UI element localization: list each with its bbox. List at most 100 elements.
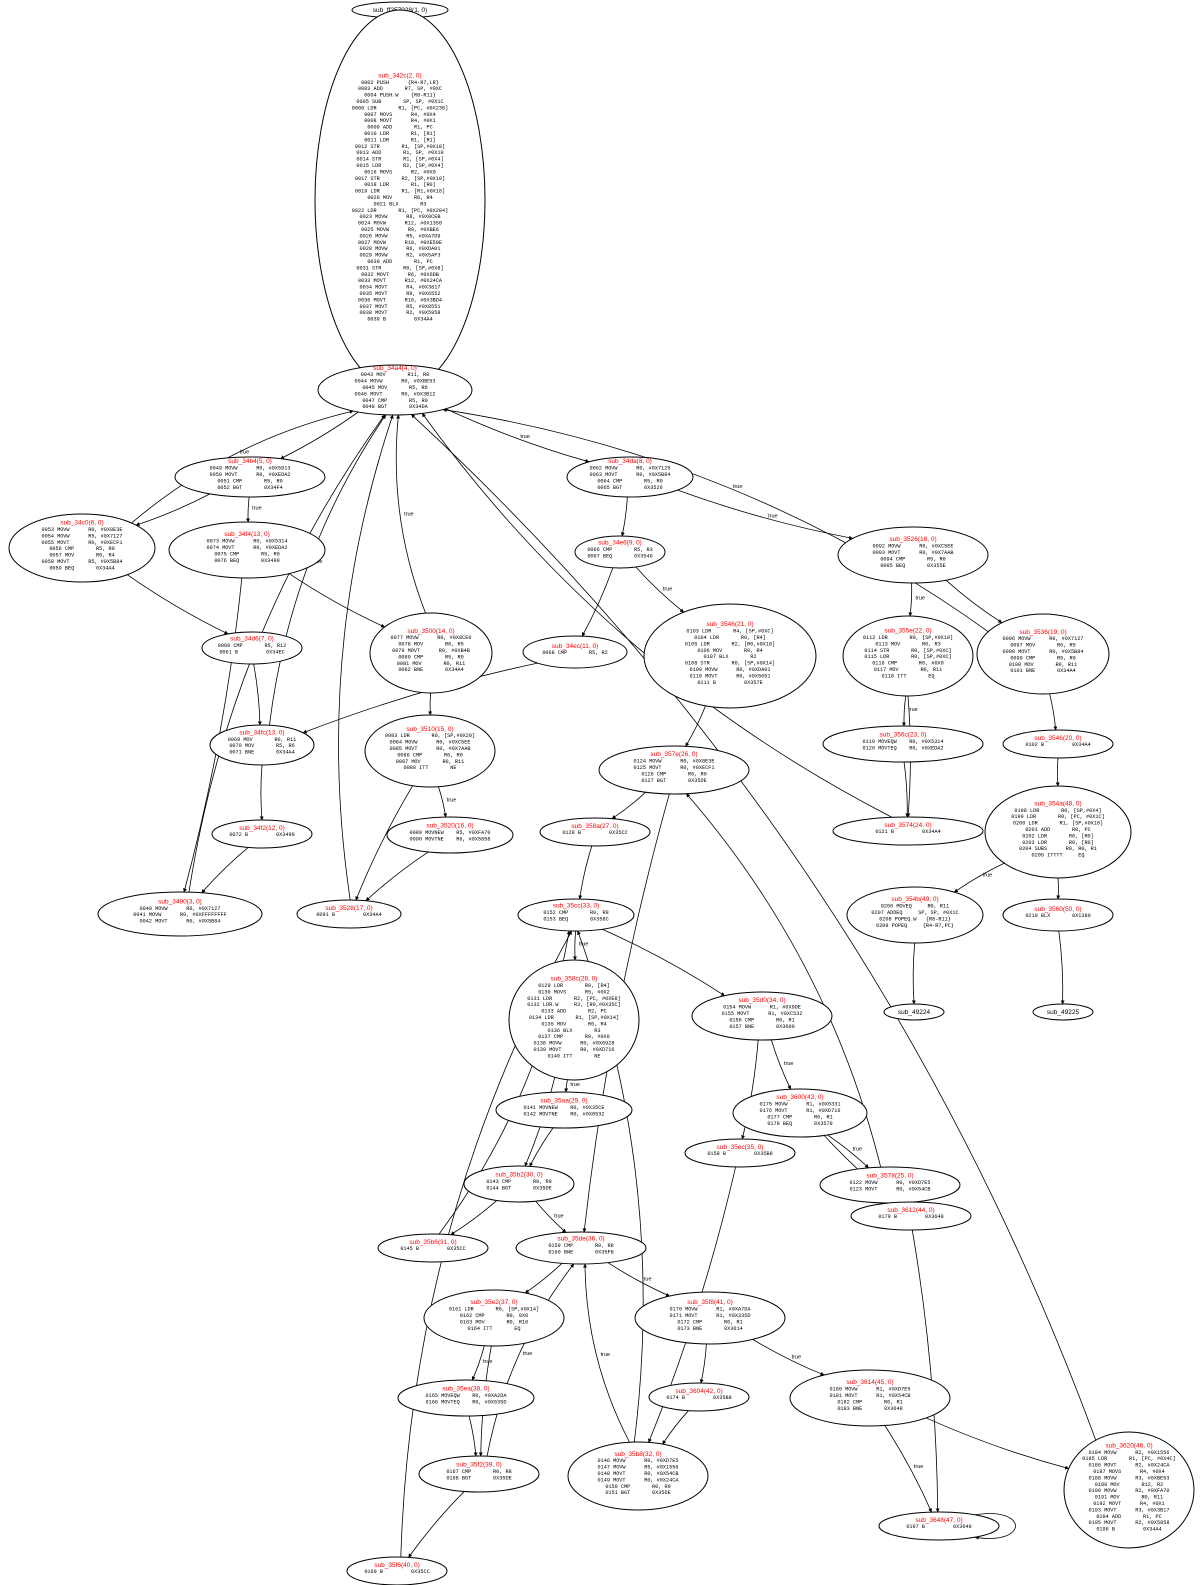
node-instruction: 0012 STR R1, [SP,#0X18] — [355, 144, 445, 150]
cfg-node-35e2[interactable]: sub_35e2(37, 0)0161 LDR R0, [SP,#0X14] 01… — [423, 1289, 565, 1347]
node-instruction: 0102 B 0X34A4 — [1025, 742, 1090, 748]
node-instruction: 0027 MOVW R10, #0XE59E — [358, 240, 442, 246]
cfg-node-35ea[interactable]: sub_35ea(38, 0)0165 MOVEQW R0, #0XA2DA01… — [397, 1379, 535, 1417]
cfg-node-3510[interactable]: sub_3510(15, 0)0083 LDR R0, [SP,#0X20]00… — [364, 714, 496, 788]
node-instruction: 0030 ADD R1, PC — [367, 259, 432, 265]
node-ellipse — [386, 816, 514, 854]
cfg-node-3546[interactable]: sub_3546(21, 0)0103 LDR R4, [SP,#0XC]010… — [643, 603, 817, 709]
edge-line — [741, 1039, 759, 1140]
cfg-node-35b8[interactable]: sub_35b8(32, 0)0146 MOVW R0, #0XD7E50147… — [567, 1441, 709, 1511]
cfg-node-357e[interactable]: sub_357e(26, 0)0124 MOVW R0, #0X8E3E0125… — [598, 745, 750, 795]
cfg-node-3526[interactable]: sub_3526(18, 0)0092 MOVW R0, #0XC5EE0093… — [837, 526, 989, 584]
node-ellipse — [397, 1379, 535, 1417]
node-instruction: 0168 BGT 0X35DE — [446, 1475, 511, 1481]
node-instruction: 0129 LDR R0, [R4] — [538, 983, 610, 989]
node-instruction: 0111 B 0X357E — [697, 680, 762, 686]
cfg-node-3536[interactable]: sub_3536(19, 0)0096 MOVW R0, #0X71270097… — [976, 613, 1110, 695]
cfg-node-3546b[interactable]: sub_3546(20, 0)0102 B 0X34A4 — [1002, 729, 1114, 759]
node-instruction: 0078 MOV R0, R5 — [398, 642, 463, 648]
cfg-node-3578[interactable]: sub_3578(25, 0)0122 MOVW R0, #0XD7E50123… — [819, 1166, 961, 1204]
cfg-node-355e[interactable]: sub_355e(22, 0)0112 LDR R0, [SP,#0X10]01… — [842, 615, 974, 697]
node-instruction: 0060 CMP R5, R12 — [218, 643, 287, 649]
cfg-node-3520[interactable]: sub_3520(16, 0)0089 MOVNEW R5, #0XFA7000… — [386, 816, 514, 854]
node-instruction: 0181 MOVT R1, #0X54CB — [830, 1393, 911, 1399]
cfg-node-35b6[interactable]: sub_35b6(31, 0)0145 B 0X35CC — [377, 1233, 489, 1263]
node-instruction: 0164 ITT EQ — [468, 1326, 521, 1332]
edge-line — [131, 409, 354, 524]
cfg-node-3620[interactable]: sub_3620(46, 0)0184 MOVW R2, #0X15560185… — [1063, 1431, 1195, 1549]
node-ellipse — [648, 1382, 750, 1412]
cfg-node-3574[interactable]: sub_3574(24, 0)0121 B 0X34A4 — [832, 816, 984, 846]
cfg-node-35f6[interactable]: sub_35f6(40, 0)0169 B 0X35CC — [346, 1556, 448, 1585]
cfg-node-34f4[interactable]: sub_34f4(13, 0)0073 MOVW R0, #0X53140074… — [168, 521, 326, 579]
cfg-node-35aa[interactable]: sub_35aa(29, 0)0141 MOVNEW R0, #0X35CE01… — [495, 1091, 633, 1129]
node-instruction: 0207 ADDEQ SP, SP, #0X1C — [871, 910, 958, 916]
cfg-node-34da[interactable]: sub_34da(8, 0)0062 MOVW R0, #0X71250063 … — [566, 456, 694, 498]
cfg-node-34f2[interactable]: sub_34f2(12, 0)0072 B 0X3490 — [211, 819, 313, 849]
cfg-node-356c[interactable]: sub_356c(23, 0)0119 MOVEQW R0, #0X531401… — [822, 725, 984, 763]
node-title: sub_35b8(32, 0) — [614, 1451, 661, 1458]
node-ellipse — [296, 899, 402, 929]
node-instruction: 0073 MOVW R0, #0X5314 — [207, 539, 288, 545]
edge-line — [529, 1127, 554, 1167]
edge-n_35de-to-n_35f8: true — [607, 1262, 670, 1297]
node-instruction: 0058 MOVT R5, #0X5B84 — [42, 559, 123, 565]
node-instruction: 0099 CMP R5, R0 — [1010, 655, 1075, 661]
node-title: sub_3648(47, 0) — [915, 1517, 962, 1524]
node-instruction: 0047 CMP R5, R0 — [362, 398, 427, 404]
node-ellipse — [883, 1003, 945, 1021]
node-instruction: 0113 MOV R0, R3 — [875, 641, 940, 647]
node-instruction: 0161 LDR R0, [SP,#0X14] — [449, 1307, 539, 1313]
cfg-node-3500[interactable]: sub_3500(14, 0)0077 MOVW R0, #0X8CE00078… — [369, 612, 493, 694]
cfg-node-342c[interactable]: sub_342c(2, 0)0002 PUSH {R4-R7,LR}0003 A… — [314, 9, 486, 391]
cfg-node-34b4[interactable]: sub_34b4(5, 0)0049 MOVW R0, #0X59130050 … — [174, 456, 326, 498]
cfg-node-354a[interactable]: sub_354a(48, 0)0198 LDR R0, [SP,#0X4]019… — [984, 785, 1132, 879]
edge-n_35d0-to-n_35ec — [741, 1039, 759, 1140]
node-title: sub_3612(44, 0) — [887, 1207, 934, 1214]
cfg-node-3614[interactable]: sub_3614(45, 0)0180 MOVW R1, #0XD7E50181… — [789, 1369, 951, 1427]
node-instruction: 0089 MOVNEW R5, #0XFA70 — [410, 830, 491, 836]
cfg-node-sub49224[interactable]: sub_49224 — [883, 1003, 945, 1021]
edge-n_35b8-to-n_35de: true — [583, 1263, 630, 1443]
cfg-node-3560[interactable]: sub_3560(50, 0)0210 BLX 0X1380 — [1002, 898, 1114, 932]
cfg-node-35ec[interactable]: sub_35ec(35, 0)0158 B 0X35B8 — [684, 1138, 796, 1168]
cfg-node-35f8[interactable]: sub_35f8(41, 0)0170 MOVW R1, #0XA7DA0171… — [634, 1291, 786, 1345]
edge-label-true: true — [853, 1147, 862, 1153]
cfg-node-35d0[interactable]: sub_35d0(34, 0)0154 MOVW R1, #0X9DE0155 … — [691, 991, 833, 1041]
edge-line — [699, 1343, 707, 1384]
cfg-node-3612[interactable]: sub_3612(44, 0)0179 B 0X3648 — [850, 1201, 972, 1231]
node-title: sub_35de(36, 0) — [557, 1236, 604, 1243]
node-title: sub_357e(26, 0) — [650, 751, 697, 758]
cfg-node-3600[interactable]: sub_3600(43, 0)0175 MOVW R1, #0X53310176… — [732, 1088, 868, 1138]
edge-line — [662, 1410, 689, 1445]
node-instruction: 0139 MOVT R0, #0XD716 — [534, 1047, 615, 1053]
cfg-node-3528[interactable]: sub_3528(17, 0)0091 B 0X34A4 — [296, 899, 402, 929]
node-instruction: 0064 CMP R5, R0 — [597, 478, 662, 484]
node-instruction: 0196 B 0X34A4 — [1096, 1527, 1161, 1533]
cfg-node-358a[interactable]: sub_358a(27, 0)0128 B 0X35CC — [539, 817, 651, 847]
node-title: sub_35e2(37, 0) — [470, 1299, 517, 1306]
node-ellipse — [832, 816, 984, 846]
cfg-node-3490[interactable]: sub_3490(3, 0)0040 MOVW R6, #0X71270041 … — [97, 891, 263, 937]
edge-n_35de-to-n_35e2 — [524, 1263, 563, 1294]
node-instruction: 0206 MOVEQ R0, R11 — [881, 904, 950, 910]
cfg-node-sub49225[interactable]: sub_49225 — [1032, 1003, 1094, 1021]
node-title: sub_34ec(11, 0) — [552, 643, 599, 650]
cfg-node-358c[interactable]: sub_358c(28, 0)0129 LDR R0, [R4]0130 MOV… — [508, 959, 640, 1081]
cfg-node-3604[interactable]: sub_3604(42, 0)0174 B 0X35B8 — [648, 1382, 750, 1412]
edge-n_354a-to-n_354b: true — [954, 862, 1005, 893]
cfg-node-34ec[interactable]: sub_34ec(11, 0)0068 CMP R5, R2 — [522, 635, 628, 669]
cfg-node-34c0[interactable]: sub_34c0(6, 0)0053 MOVW R0, #0X8E3E0054 … — [8, 513, 156, 583]
node-ellipse — [539, 817, 651, 847]
edge-label-true: true — [983, 873, 992, 879]
cfg-node-3648[interactable]: sub_3648(47, 0)0197 B 0X3648 — [878, 1511, 1000, 1541]
